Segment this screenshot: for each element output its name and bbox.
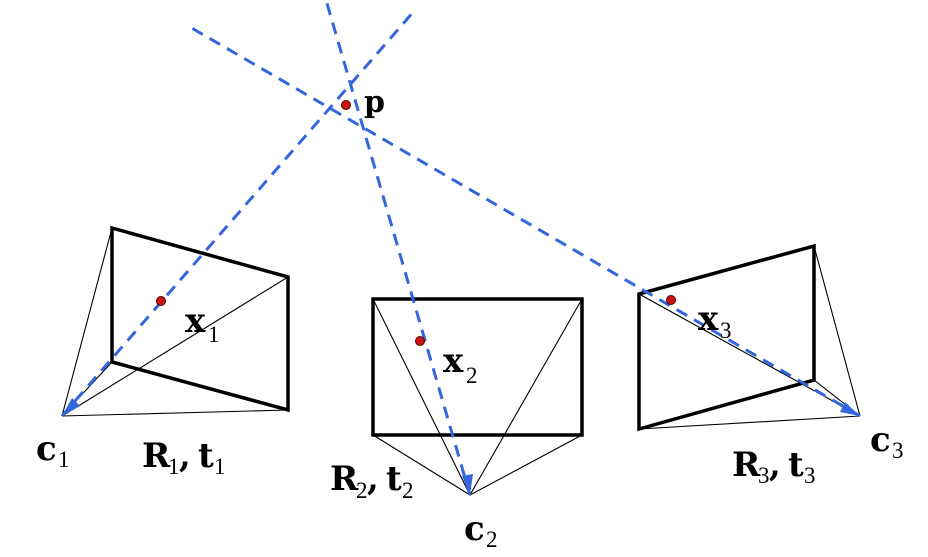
label-t: t	[386, 459, 402, 499]
label-main: x	[698, 299, 719, 339]
camera-3	[637, 243, 861, 432]
label-main: c	[870, 420, 891, 460]
label-r-sub: 2	[356, 478, 368, 503]
label-sub: 3	[892, 438, 904, 463]
label-r: R	[330, 459, 359, 499]
frustum-edge	[61, 409, 289, 417]
label-sep: ,	[367, 459, 379, 499]
label-t: t	[788, 445, 804, 485]
label-sub: 3	[720, 318, 732, 343]
label-sub: 2	[466, 363, 478, 388]
label-x1: x 1	[185, 301, 220, 347]
frustum-edge	[469, 298, 583, 496]
ray-c2	[324, 0, 472, 496]
point-p	[341, 100, 351, 110]
camera-1	[61, 225, 290, 417]
point-x3	[666, 295, 676, 305]
frustum-edge	[469, 434, 583, 496]
arrowhead-c1	[62, 398, 80, 416]
label-rt3: R 3 , t 3	[732, 445, 816, 488]
label-t: t	[198, 436, 214, 476]
ray-c3	[189, 25, 861, 418]
label-r-sub: 1	[168, 454, 180, 479]
frustum-edge	[638, 415, 861, 430]
label-main: x	[185, 301, 206, 341]
label-sub: 1	[58, 447, 70, 472]
label-c3: c 3	[870, 420, 904, 463]
image-plane-2	[371, 297, 584, 437]
label-rt2: R 2 , t 2	[330, 459, 414, 503]
frustum-edge	[61, 227, 113, 417]
label-r: R	[142, 436, 171, 476]
arrowhead-c3	[840, 402, 860, 416]
label-sep: ,	[769, 445, 781, 485]
camera-2	[371, 297, 584, 496]
label-main: c	[464, 509, 485, 549]
frustum-edge	[372, 298, 471, 496]
label-c2: c 2	[464, 509, 498, 552]
label-x2: x 2	[443, 341, 478, 388]
point-x1	[156, 296, 166, 306]
label-main: c	[36, 429, 57, 469]
label-t-sub: 1	[214, 454, 226, 479]
frustum-edge	[61, 276, 289, 417]
label-r: R	[732, 445, 761, 485]
label-c1: c 1	[36, 429, 70, 472]
label-sub: 2	[486, 527, 498, 552]
label-sub: 1	[208, 322, 220, 347]
label-r-sub: 3	[758, 463, 770, 488]
label-t-sub: 3	[804, 463, 816, 488]
label-p: p	[364, 85, 385, 120]
ray-c1	[60, 9, 417, 417]
arrowhead-c2	[462, 474, 473, 495]
point-x2	[415, 336, 425, 346]
label-main: x	[443, 341, 464, 381]
label-x3: x 3	[698, 299, 732, 343]
frustum-edge	[372, 434, 471, 496]
frustum-edge	[813, 245, 861, 417]
label-sep: ,	[179, 436, 191, 476]
label-t-sub: 2	[402, 478, 414, 503]
label-rt1: R 1 , t 1	[142, 436, 226, 479]
